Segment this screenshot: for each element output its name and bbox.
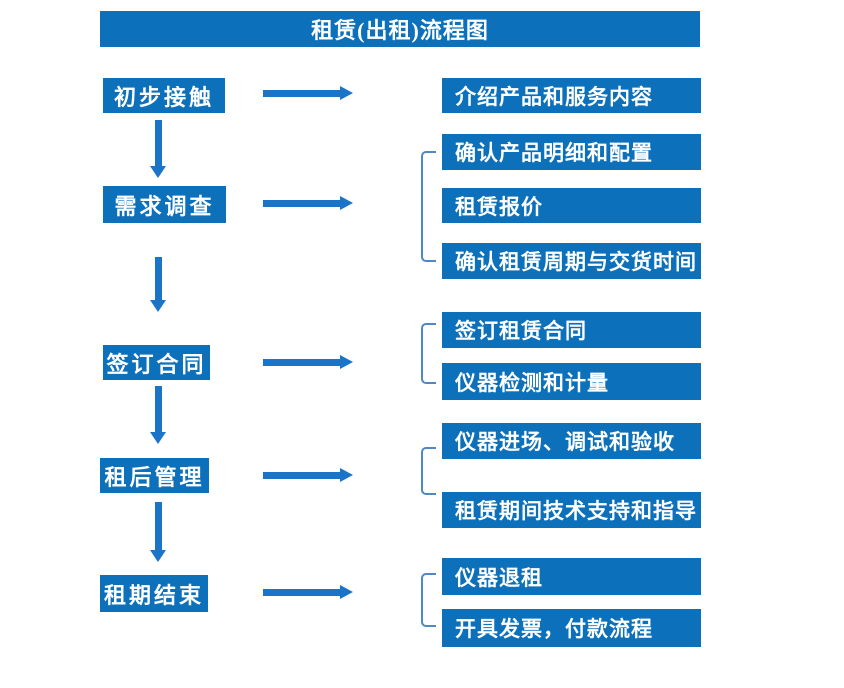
arrow-shaft (263, 358, 340, 366)
flowchart-title: 租赁(出租)流程图 (100, 11, 700, 47)
detail-box-instrument-testing: 仪器检测和计量 (442, 363, 701, 400)
stage-box-demand-survey: 需求调查 (103, 186, 226, 223)
arrow-head (150, 550, 166, 562)
stage-box-initial-contact: 初步接触 (103, 78, 225, 113)
arrow-head (340, 86, 353, 100)
arrow-head (340, 585, 353, 599)
arrow-shaft (154, 257, 162, 300)
arrow-head (150, 166, 166, 178)
arrow-down-2 (150, 257, 166, 312)
arrow-shaft (263, 471, 340, 479)
arrow-right-stage3 (263, 355, 353, 369)
arrow-right-stage2 (263, 196, 353, 210)
arrow-head (150, 300, 166, 312)
arrow-down-4 (150, 502, 166, 562)
arrow-right-stage5 (263, 585, 353, 599)
detail-box-introduce-products: 介绍产品和服务内容 (442, 78, 701, 113)
detail-box-instrument-setup: 仪器进场、调试和验收 (442, 423, 701, 459)
arrow-head (340, 196, 353, 210)
arrow-shaft (263, 588, 340, 596)
detail-box-sign-rental-contract: 签订租赁合同 (442, 312, 701, 348)
detail-box-tech-support: 租赁期间技术支持和指导 (442, 492, 701, 528)
arrow-head (340, 355, 353, 369)
arrow-shaft (154, 386, 162, 432)
stage-box-sign-contract: 签订合同 (103, 345, 210, 380)
detail-box-invoice-payment: 开具发票，付款流程 (442, 609, 701, 647)
stage-box-post-rental-management: 租后管理 (100, 458, 209, 493)
arrow-shaft (154, 120, 162, 166)
arrow-right-stage4 (263, 468, 353, 482)
detail-box-confirm-rental-period: 确认租赁周期与交货时间 (442, 243, 701, 279)
arrow-down-3 (150, 386, 166, 444)
bracket-group-sign-contract (421, 323, 436, 384)
arrow-shaft (263, 199, 340, 207)
arrow-head (340, 468, 353, 482)
detail-box-rental-quote: 租赁报价 (442, 188, 701, 223)
bracket-group-demand-survey (421, 151, 436, 262)
bracket-group-lease-end (421, 573, 436, 627)
arrow-down-1 (150, 120, 166, 178)
arrow-shaft (263, 89, 340, 97)
detail-box-confirm-product-details: 确认产品明细和配置 (442, 134, 701, 170)
arrow-shaft (154, 502, 162, 550)
arrow-head (150, 432, 166, 444)
detail-box-instrument-return: 仪器退租 (442, 558, 701, 595)
arrow-right-stage1 (263, 86, 353, 100)
stage-box-lease-end: 租期结束 (100, 575, 208, 612)
bracket-group-post-rental (421, 447, 436, 495)
